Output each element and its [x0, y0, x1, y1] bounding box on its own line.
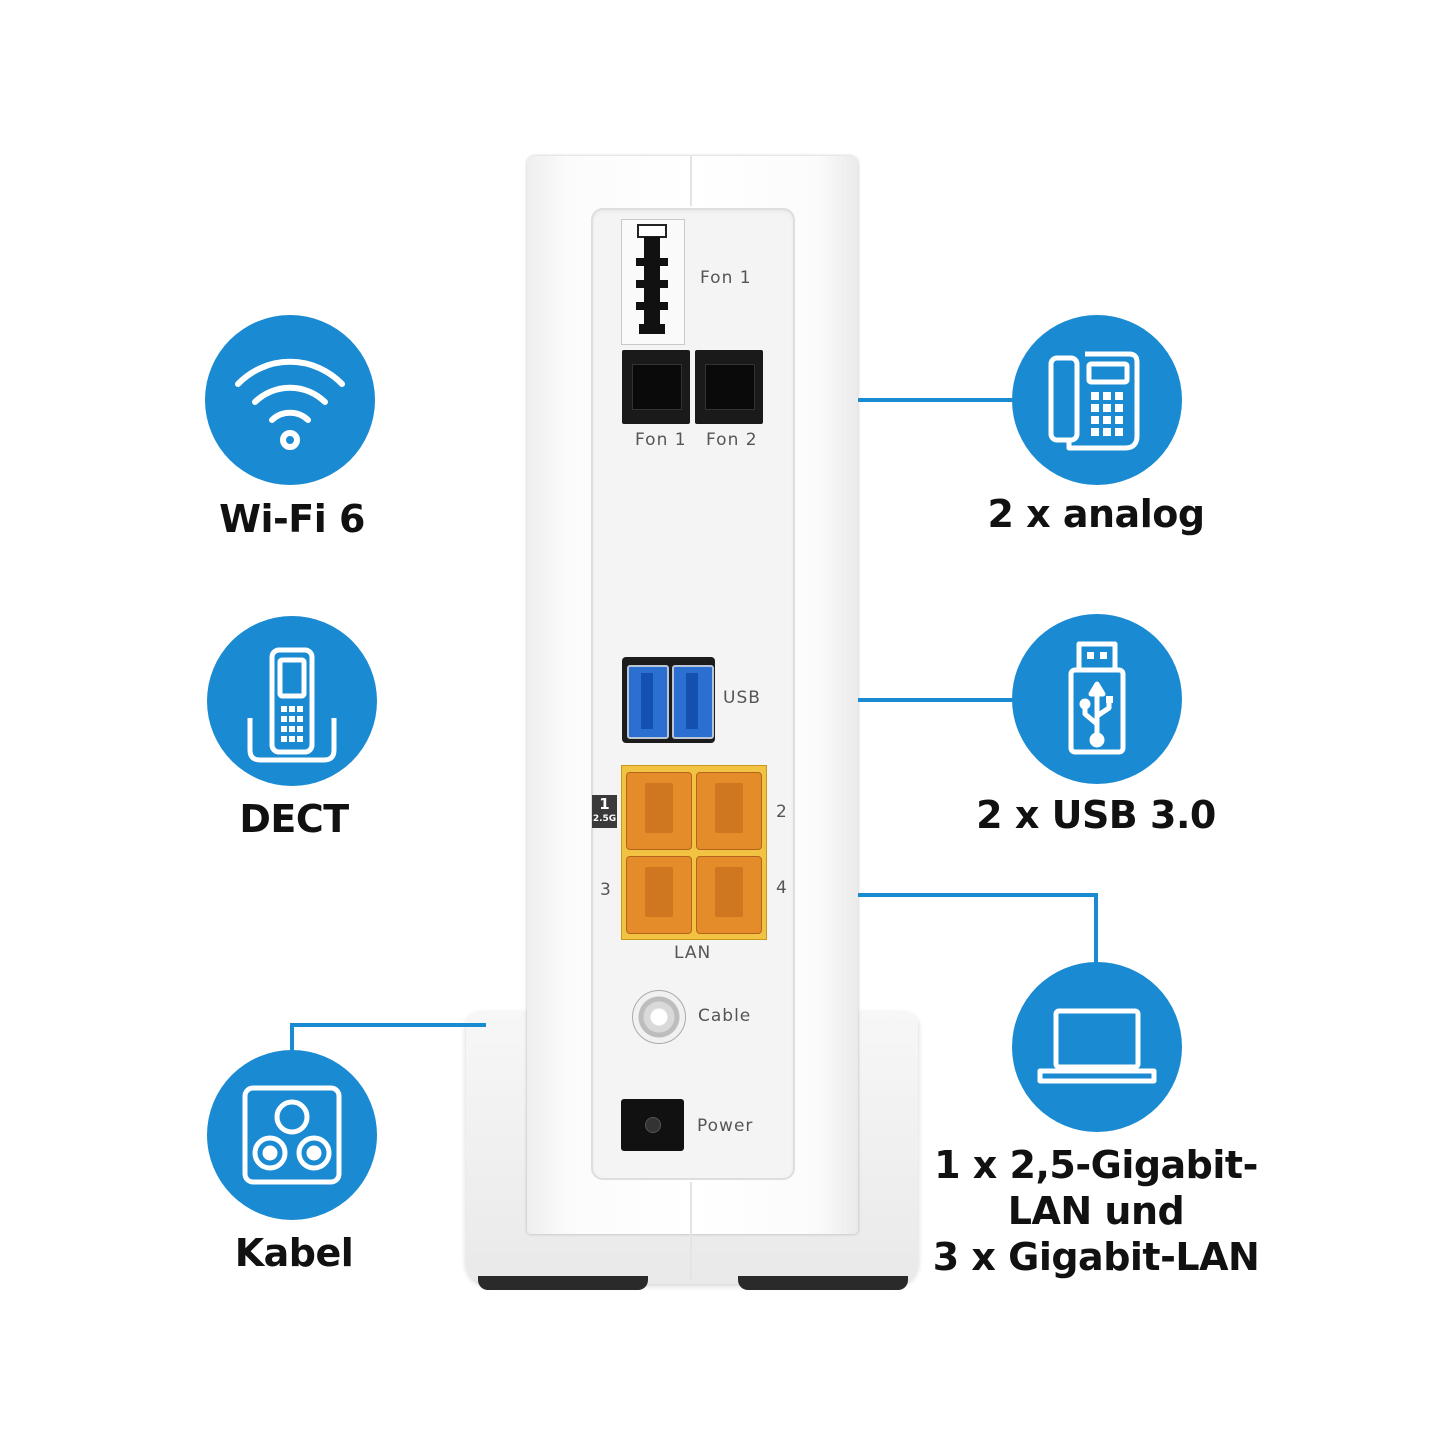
feature-usb-circle: [1012, 614, 1182, 784]
rj11-port-fon1: [622, 350, 690, 424]
usb-port-1: [627, 665, 669, 739]
usb-stick-icon: [1068, 641, 1126, 755]
stand-foot-left: [478, 1276, 648, 1290]
label-fon2-rj: Fon 2: [706, 430, 758, 450]
label-fon1-tae: Fon 1: [700, 268, 752, 288]
label-cable: Cable: [698, 1006, 752, 1026]
tae-socket-fon1: [621, 219, 685, 345]
label-power: Power: [697, 1116, 754, 1136]
lan-2.5g-badge: 1 2.5G: [592, 795, 617, 828]
feature-lan-label: 1 x 2,5-Gigabit- LAN und 3 x Gigabit-LAN: [916, 1142, 1276, 1280]
usb-port-frame: [622, 657, 715, 743]
feature-dect-label: DECT: [239, 797, 349, 841]
wifi-icon: [235, 358, 345, 450]
label-lan-3: 3: [600, 880, 612, 900]
lan-port-block: [621, 765, 767, 940]
coax-cable-port: [632, 990, 686, 1044]
lan-port-4: [696, 856, 762, 934]
feature-analog-label: 2 x analog: [987, 492, 1205, 536]
rj11-port-fon2: [695, 350, 763, 424]
label-usb: USB: [723, 688, 761, 708]
router-seam-bottom: [690, 1182, 692, 1282]
label-lan-4: 4: [776, 878, 788, 898]
connector-lan-v: [1094, 893, 1098, 963]
lan-port-3: [626, 856, 692, 934]
connector-analog: [858, 398, 1014, 402]
feature-cable-circle: [207, 1050, 377, 1220]
feature-lan-circle: [1012, 962, 1182, 1132]
feature-lan-line-1: 1 x 2,5-Gigabit-: [934, 1143, 1258, 1187]
feature-analog-circle: [1012, 315, 1182, 485]
connector-cable-h: [290, 1023, 486, 1027]
connector-lan-h: [858, 893, 1098, 897]
label-fon1-rj: Fon 1: [635, 430, 687, 450]
feature-wifi-label: Wi-Fi 6: [219, 497, 365, 541]
lan-port-2: [696, 772, 762, 850]
connector-cable-v: [290, 1023, 294, 1053]
lan-port-1: [626, 772, 692, 850]
label-lan-2: 2: [776, 802, 788, 822]
stand-foot-right: [738, 1276, 908, 1290]
feature-dect-circle: [207, 616, 377, 786]
feature-usb-label: 2 x USB 3.0: [976, 793, 1216, 837]
feature-lan-line-3: 3 x Gigabit-LAN: [932, 1235, 1260, 1279]
laptop-icon: [1037, 1008, 1157, 1084]
connector-usb: [858, 698, 1014, 702]
coax-socket-icon: [242, 1085, 342, 1185]
usb-port-2: [672, 665, 714, 739]
dect-phone-icon: [247, 647, 337, 763]
power-port: [621, 1099, 684, 1151]
feature-lan-line-2: LAN und: [1007, 1189, 1185, 1233]
feature-cable-label: Kabel: [234, 1231, 354, 1275]
feature-wifi-circle: [205, 315, 375, 485]
desk-phone-icon: [1048, 351, 1140, 451]
label-lan: LAN: [674, 943, 712, 963]
router-seam-top: [690, 156, 692, 206]
